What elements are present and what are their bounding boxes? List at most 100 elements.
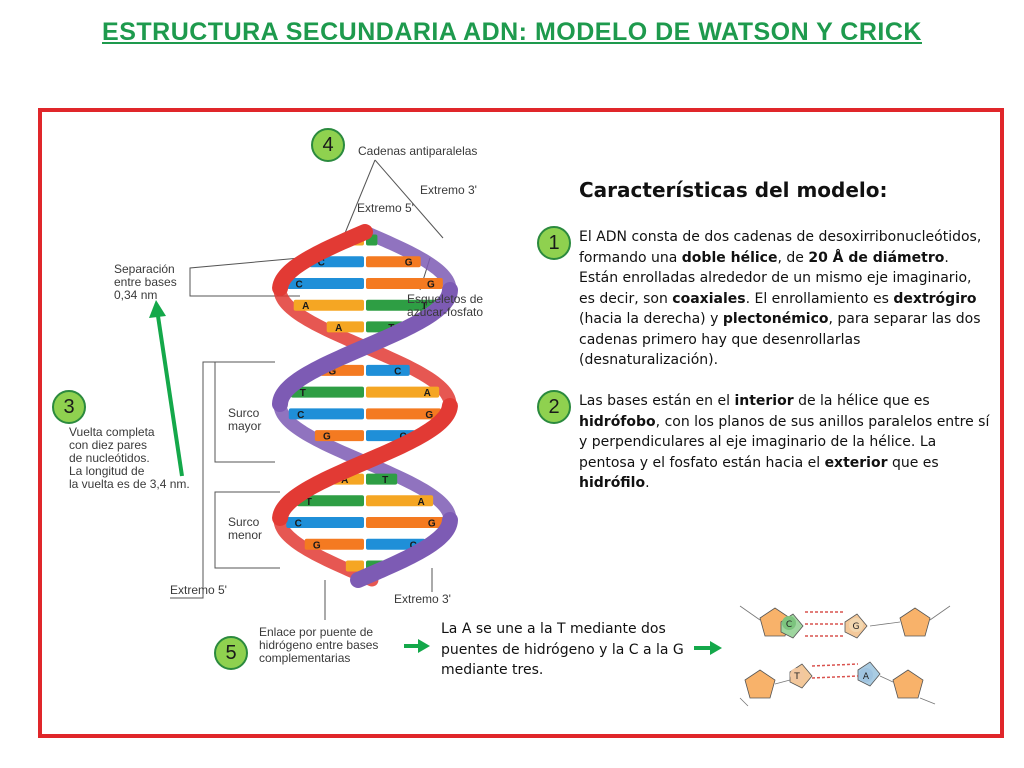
base-letter: T: [421, 301, 427, 312]
base-letter: C: [296, 279, 303, 290]
text-run: , de: [777, 249, 809, 266]
groove-brackets: [170, 361, 280, 599]
bold-term: dextrógiro: [893, 290, 977, 307]
base-g: [366, 517, 444, 529]
badge-4: 4: [311, 128, 345, 162]
base-letter: G: [405, 258, 413, 269]
letter-t: T: [793, 672, 800, 682]
base-t: [290, 386, 364, 398]
label-major-groove: Surco mayor: [228, 406, 262, 433]
hydrogen-bond-gap: [364, 473, 366, 485]
text-run: . Están enrolladas alrededor de un mismo…: [579, 249, 972, 307]
base-letter: T: [300, 388, 306, 399]
text-run: , para separar las dos cadenas primero h…: [579, 311, 981, 368]
text-run: . El enrollamiento es: [745, 290, 894, 307]
bold-term: hidrófilo: [579, 475, 646, 491]
base-letter: T: [382, 475, 388, 486]
base-letter: C: [318, 258, 325, 269]
antiparallel-lines: [342, 159, 444, 239]
text-run: , con los planos de sus anillos paralelo…: [579, 413, 990, 471]
base-letter: A: [424, 388, 431, 399]
badge-3: 3: [52, 390, 86, 424]
label-end5-bottom: Extremo 5': [170, 583, 227, 597]
characteristics-heading: Características del modelo:: [579, 178, 888, 202]
base-letter: A: [418, 497, 425, 508]
base-c: [366, 364, 410, 376]
bold-term: hidrófobo: [579, 413, 656, 430]
base-a: [293, 299, 364, 311]
hydrogen-bond-gap: [364, 277, 366, 289]
base-letter: C: [410, 540, 417, 551]
base-letter: G: [328, 366, 336, 377]
arrow-to-text: [404, 639, 430, 653]
text-run: de la hélice que es: [793, 393, 930, 409]
base-pairing-structure: C G T A: [739, 605, 951, 707]
strand-red: [272, 398, 458, 526]
hydrogen-bond-gap: [364, 517, 366, 529]
label-turn: Vuelta completa con diez pares de nucleó…: [69, 425, 190, 491]
label-separation: Separación entre bases 0,34 nm: [114, 262, 177, 302]
bold-term: doble hélice: [681, 249, 778, 266]
base-letter: A: [302, 301, 309, 312]
hydrogen-bond-gap: [364, 408, 366, 420]
label-end3-top: Extremo 3': [420, 183, 477, 197]
base-g: [366, 277, 443, 289]
hydrogen-bond-gap: [364, 256, 366, 268]
label-hbond: Enlace por puente de hidrógeno entre bas…: [259, 625, 379, 665]
base-g: [366, 408, 442, 420]
characteristic-1-text: El ADN consta de dos cadenas de desoxirr…: [579, 227, 991, 371]
arrow-to-structure: [694, 641, 722, 655]
hydrogen-bond-gap: [364, 495, 366, 507]
base-a-marker: [859, 668, 873, 682]
text-run: El ADN consta de dos cadenas de desoxirr…: [579, 229, 982, 266]
label-end5-top: Extremo 5': [357, 201, 414, 215]
base-c: [366, 538, 426, 550]
content-frame: [38, 108, 1004, 738]
base-t: [366, 299, 437, 311]
base-letter: G: [425, 410, 433, 421]
bold-term: coaxiales: [672, 290, 746, 307]
turn-arrow: [149, 300, 184, 477]
base-c: [287, 277, 364, 289]
base-letter: A: [341, 475, 348, 486]
hydrogen-bond-gap: [364, 386, 366, 398]
base-t: [366, 473, 398, 485]
letter-a: A: [863, 672, 870, 682]
badge-2: 2: [537, 390, 571, 424]
strand-purple: [358, 225, 457, 295]
characteristic-2-text: Las bases están en el interior de la hél…: [579, 391, 991, 494]
text-run: .: [645, 475, 650, 491]
bold-term: plectonémico: [722, 311, 829, 327]
base-a: [345, 560, 364, 572]
label-backbone: Esqueletos de azúcar-fosfato: [407, 292, 484, 319]
base-letter: A: [335, 323, 342, 334]
label-end3-bottom: Extremo 3': [394, 592, 451, 606]
label-antiparallel: Cadenas antiparalelas: [358, 144, 478, 158]
base-t: [296, 495, 364, 507]
base-letter: G: [313, 540, 321, 551]
badge-5: 5: [214, 636, 248, 670]
pairing-text: La A se une a la T mediante dos puentes …: [441, 621, 684, 678]
base-a: [326, 321, 364, 333]
base-letter: T: [306, 497, 312, 508]
page-title: ESTRUCTURA SECUNDARIA ADN: MODELO DE WAT…: [102, 18, 922, 46]
label-minor-groove: Surco menor: [228, 515, 263, 542]
base-g: [366, 256, 421, 268]
strand-purple: [272, 282, 458, 412]
strand-red: [272, 224, 373, 296]
text-run: (hacia la derecha) y: [579, 311, 723, 327]
badge-1: 1: [537, 226, 571, 260]
base-t-marker: [790, 668, 804, 682]
base-c: [288, 408, 364, 420]
base-g-marker: [849, 618, 863, 632]
base-letter: C: [394, 366, 401, 377]
text-run: Las bases están en el: [579, 393, 735, 409]
base-a: [366, 386, 440, 398]
hydrogen-bond-gap: [364, 321, 366, 333]
base-a: [366, 495, 434, 507]
